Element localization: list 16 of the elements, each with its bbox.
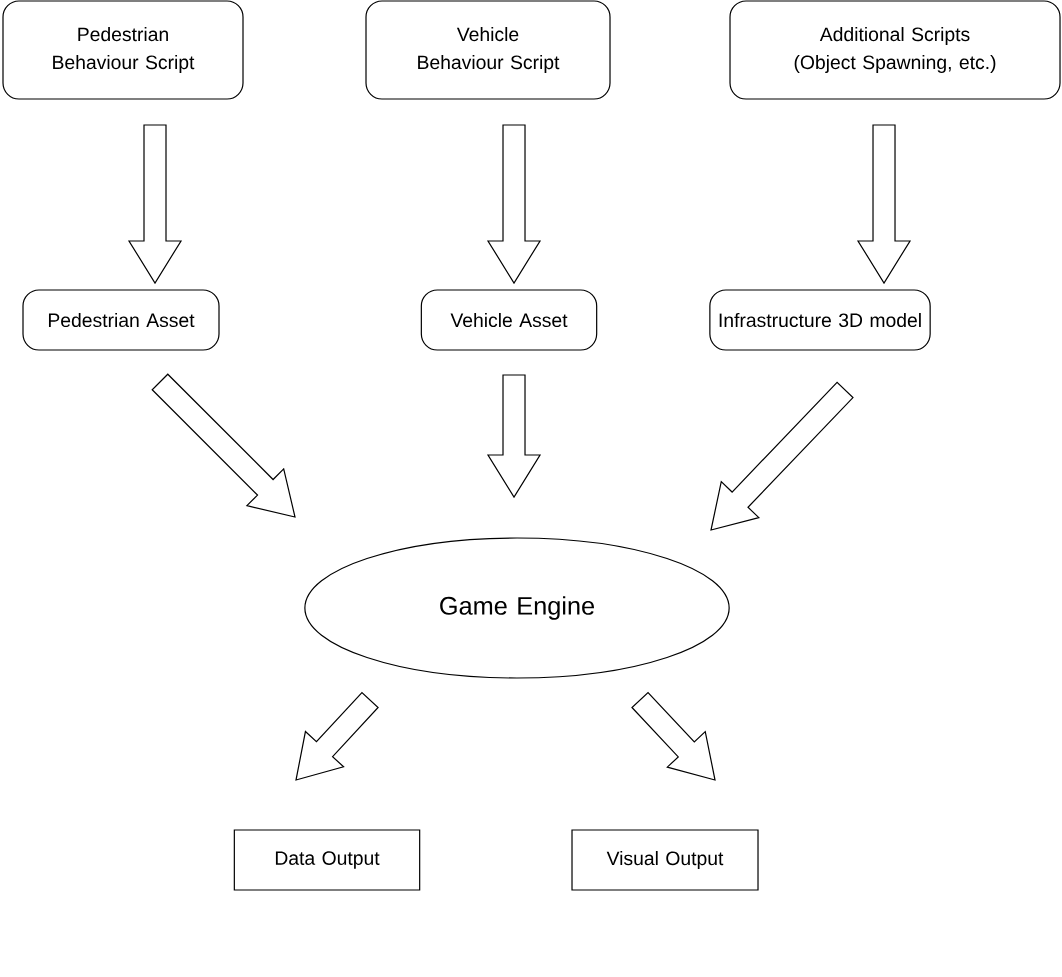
script-box: Vehicle Behaviour Script — [365, 0, 611, 100]
block-arrow — [151, 373, 296, 518]
block-arrow — [486, 374, 542, 499]
asset-box: Pedestrian Asset — [22, 289, 220, 351]
block-arrow — [486, 124, 542, 285]
script-box: Additional Scripts (Object Spawning, etc.) — [729, 0, 1061, 100]
block-arrow — [295, 691, 379, 781]
block-arrow — [710, 381, 854, 531]
output-box: Visual Output — [571, 829, 759, 891]
output-box: Data Output — [233, 829, 421, 891]
block-arrow — [856, 124, 912, 285]
script-box: Pedestrian Behaviour Script — [2, 0, 244, 100]
asset-box: Vehicle Asset — [420, 289, 598, 351]
block-arrow — [127, 124, 183, 285]
asset-box: Infrastructure 3D model — [709, 289, 931, 351]
block-arrow — [631, 691, 716, 781]
